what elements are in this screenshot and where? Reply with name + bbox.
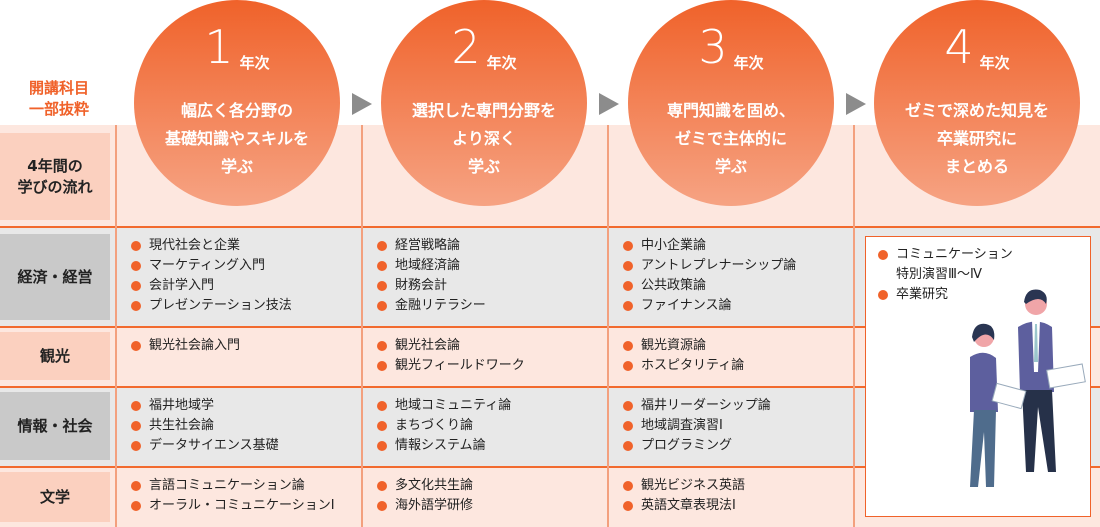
- list-item: 公共政策論: [621, 276, 796, 296]
- arrow-right-icon: [352, 93, 372, 115]
- list-item: 卒業研究: [876, 285, 1013, 305]
- corner-label: 開講科目 一部抜粋: [0, 78, 118, 120]
- year-description: 選択した専門分野をより深く学ぶ: [411, 101, 556, 176]
- course-list: 現代社会と企業マーケティング入門会計学入門プレゼンテーション技法: [129, 236, 292, 316]
- year-description: 幅広く各分野の基礎知識やスキルを学ぶ: [164, 101, 309, 176]
- arrow-right-icon: [846, 93, 866, 115]
- corner-label-line: 開講科目: [28, 79, 89, 97]
- list-item: 観光フィールドワーク: [375, 356, 525, 376]
- course-list: 多文化共生論海外語学研修: [375, 476, 473, 516]
- list-item: 情報システム論: [375, 436, 511, 456]
- row-label-info: 情報・社会: [0, 392, 110, 460]
- year-suffix: 年次: [486, 54, 517, 72]
- list-item: 地域調査演習Ⅰ: [621, 416, 771, 436]
- year-circle-1: 1 年次 幅広く各分野の基礎知識やスキルを学ぶ: [134, 0, 340, 206]
- list-item: 福井地域学: [129, 396, 279, 416]
- course-list: 観光社会論観光フィールドワーク: [375, 336, 525, 376]
- list-item: 地域経済論: [375, 256, 486, 276]
- year-suffix: 年次: [979, 54, 1010, 72]
- year-description: ゼミで深めた知見を卒業研究にまとめる: [904, 101, 1049, 176]
- list-item: オーラル・コミュニケーションⅠ: [129, 496, 335, 516]
- divider: [0, 226, 1100, 228]
- column-divider: [607, 125, 609, 527]
- course-list: 観光資源論ホスピタリティ論: [621, 336, 744, 376]
- list-item: 現代社会と企業: [129, 236, 292, 256]
- year-number: 2: [451, 20, 481, 74]
- course-list: 福井地域学共生社会論データサイエンス基礎: [129, 396, 279, 456]
- list-item: 観光資源論: [621, 336, 744, 356]
- list-item: 財務会計: [375, 276, 486, 296]
- row-label-economics: 経済・経営: [0, 234, 110, 320]
- year-suffix: 年次: [733, 54, 764, 72]
- list-item: まちづくり論: [375, 416, 511, 436]
- year-description: 専門知識を固め、ゼミで主体的に学ぶ: [666, 101, 795, 176]
- course-list: 観光ビジネス英語英語文章表現法Ⅰ: [621, 476, 745, 516]
- list-item: プログラミング: [621, 436, 771, 456]
- corner-label-line: 一部抜粋: [28, 100, 89, 118]
- course-list: 観光社会論入門: [129, 336, 240, 356]
- year4-list: コミュニケーション特別演習Ⅲ～Ⅳ 卒業研究: [876, 245, 1013, 305]
- column-divider: [361, 125, 363, 527]
- divider: [0, 386, 1100, 388]
- row-label-tourism: 観光: [0, 332, 110, 380]
- year-number: 1: [204, 20, 234, 74]
- year-number: 3: [698, 20, 728, 74]
- list-item: 海外語学研修: [375, 496, 473, 516]
- course-list: 言語コミュニケーション論オーラル・コミュニケーションⅠ: [129, 476, 335, 516]
- divider: [0, 466, 1100, 468]
- year-number: 4: [944, 20, 974, 74]
- list-item: データサイエンス基礎: [129, 436, 279, 456]
- row-label-literature: 文学: [0, 472, 110, 522]
- year4-box: コミュニケーション特別演習Ⅲ～Ⅳ 卒業研究: [865, 236, 1091, 517]
- flow-label-line: 学びの流れ: [17, 177, 93, 196]
- list-item: 共生社会論: [129, 416, 279, 436]
- course-list: 地域コミュニティ論まちづくり論情報システム論: [375, 396, 511, 456]
- list-item: 多文化共生論: [375, 476, 473, 496]
- list-item: ホスピタリティ論: [621, 356, 744, 376]
- list-item: 経営戦略論: [375, 236, 486, 256]
- year-circle-3: 3 年次 専門知識を固め、ゼミで主体的に学ぶ: [628, 0, 834, 206]
- year-circle-2: 2 年次 選択した専門分野をより深く学ぶ: [381, 0, 587, 206]
- list-item: マーケティング入門: [129, 256, 292, 276]
- list-item: 観光ビジネス英語: [621, 476, 745, 496]
- list-item: 英語文章表現法Ⅰ: [621, 496, 745, 516]
- column-divider: [115, 125, 117, 527]
- list-item: 中小企業論: [621, 236, 796, 256]
- column-divider: [853, 125, 855, 527]
- course-list: 中小企業論アントレプレナーシップ論公共政策論ファイナンス論: [621, 236, 796, 316]
- course-list: 経営戦略論地域経済論財務会計金融リテラシー: [375, 236, 486, 316]
- list-item: 言語コミュニケーション論: [129, 476, 335, 496]
- list-item: 観光社会論入門: [129, 336, 240, 356]
- divider: [0, 326, 1100, 328]
- business-people-illustration: [970, 289, 1086, 487]
- list-item: アントレプレナーシップ論: [621, 256, 796, 276]
- list-item: コミュニケーション特別演習Ⅲ～Ⅳ: [876, 245, 1013, 285]
- list-item: 金融リテラシー: [375, 296, 486, 316]
- list-item: プレゼンテーション技法: [129, 296, 292, 316]
- flow-label-line: 4年間の: [27, 156, 83, 175]
- list-item: 会計学入門: [129, 276, 292, 296]
- year-circle-4: 4 年次 ゼミで深めた知見を卒業研究にまとめる: [874, 0, 1080, 206]
- flow-label: 4年間の学びの流れ: [0, 133, 110, 220]
- list-item: 観光社会論: [375, 336, 525, 356]
- arrow-right-icon: [599, 93, 619, 115]
- list-item: 福井リーダーシップ論: [621, 396, 771, 416]
- list-item: ファイナンス論: [621, 296, 796, 316]
- list-item: 地域コミュニティ論: [375, 396, 511, 416]
- year-suffix: 年次: [239, 54, 270, 72]
